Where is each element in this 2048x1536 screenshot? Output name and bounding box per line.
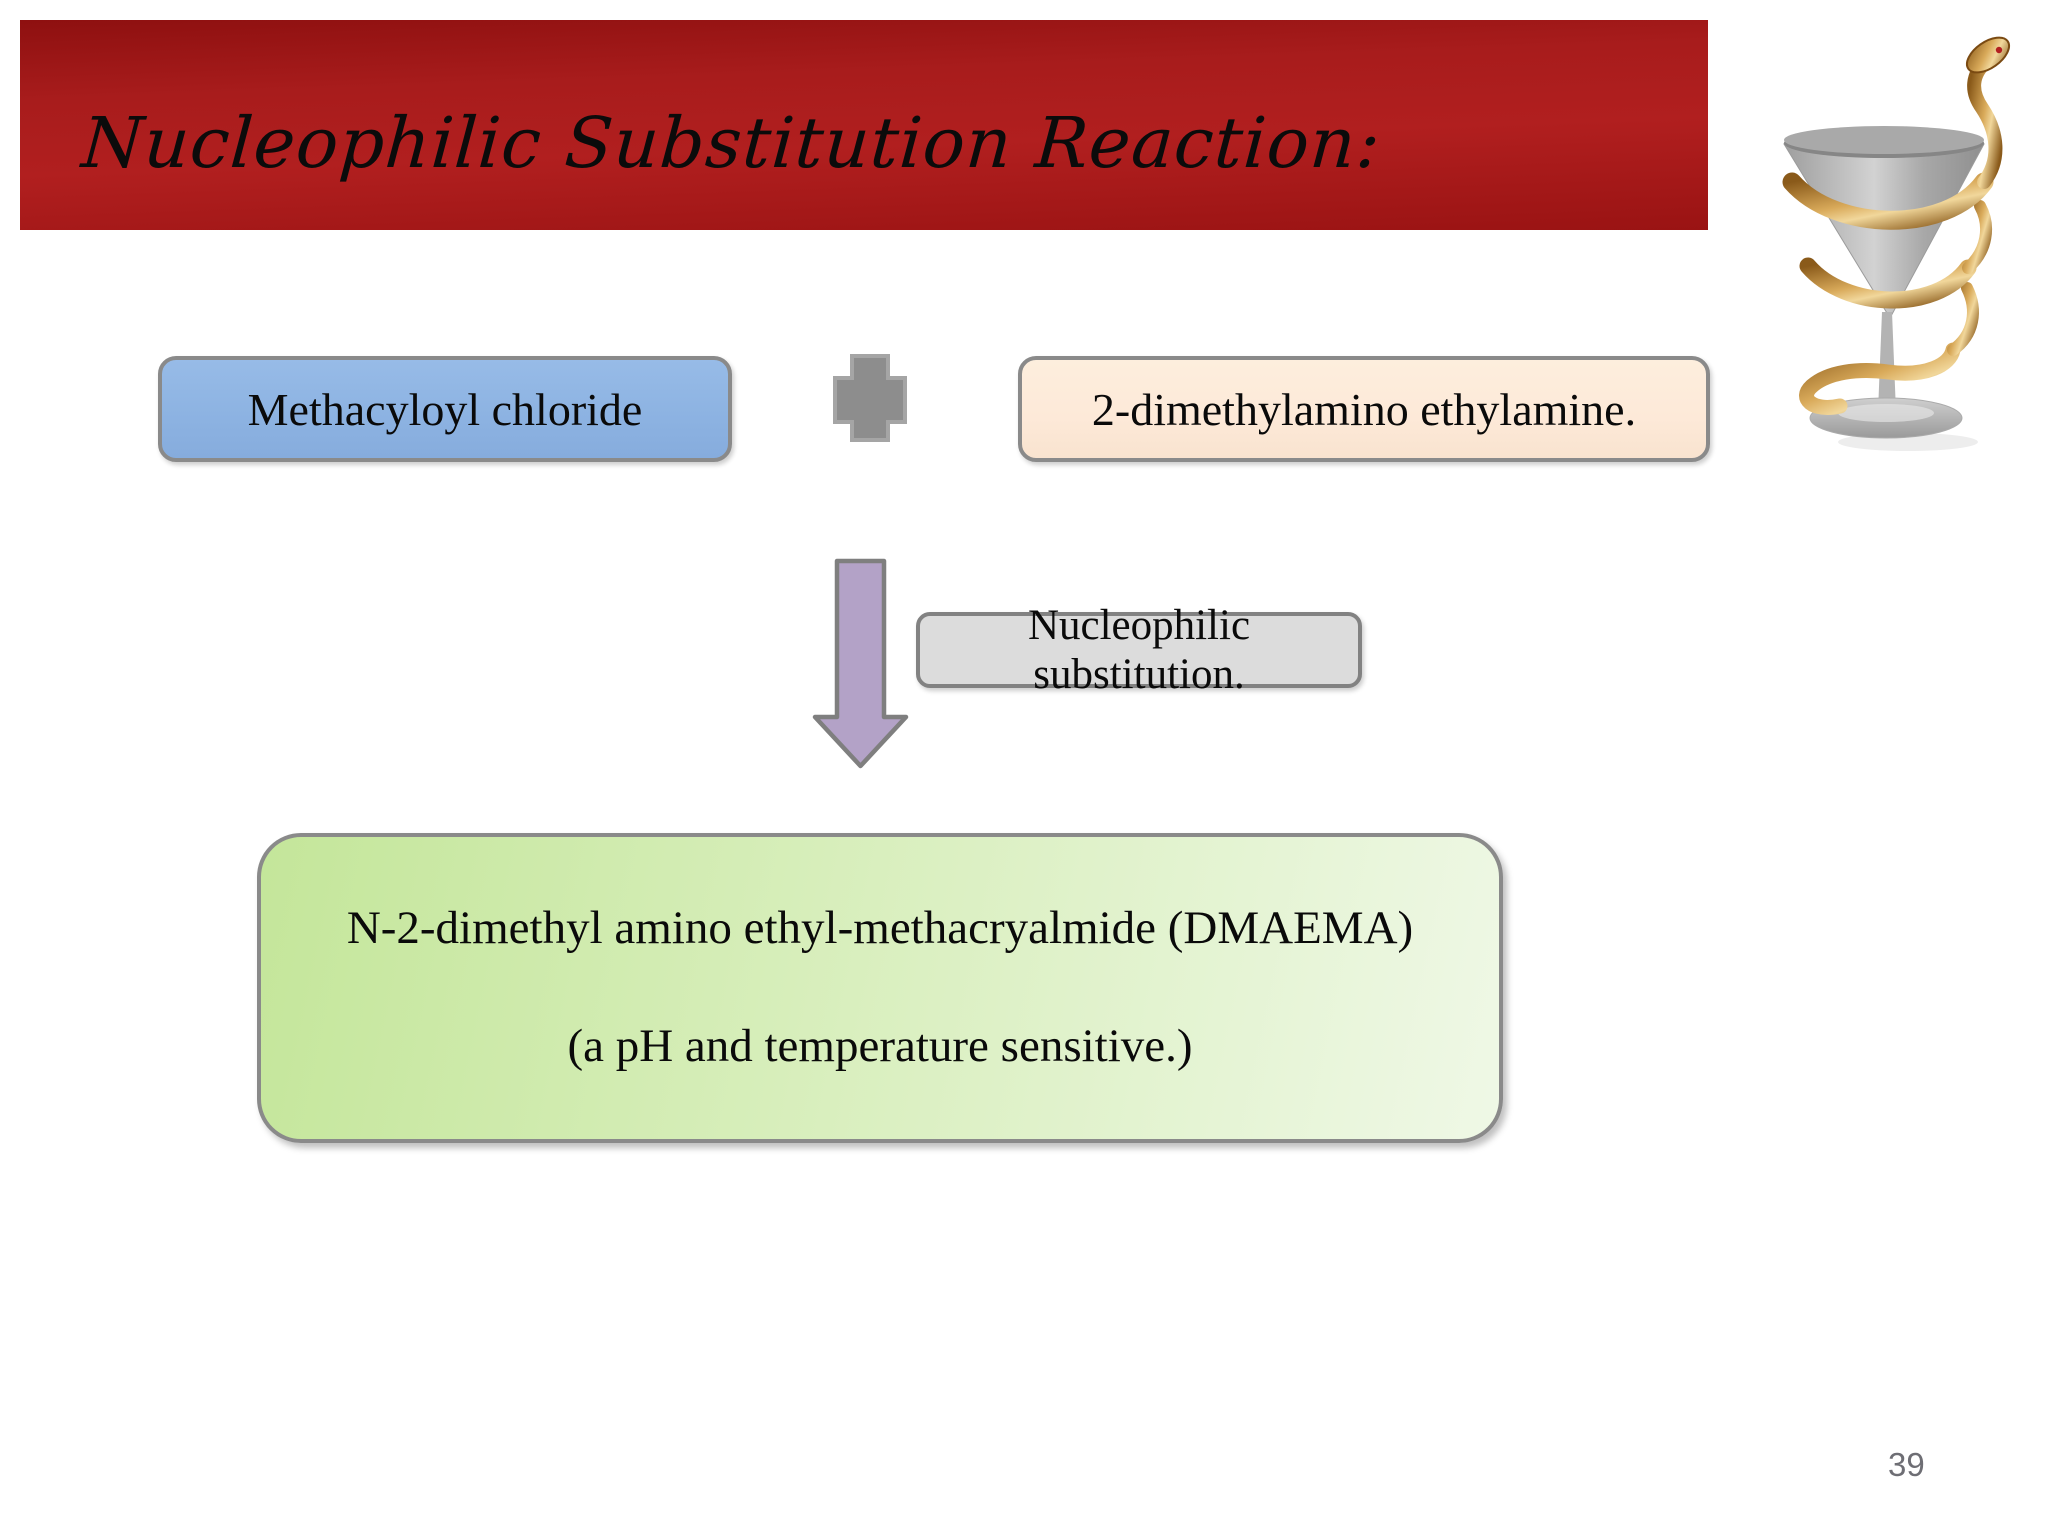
title-banner: Nucleophilic Substitution Reaction: bbox=[20, 20, 1708, 230]
reactant-right-label: 2-dimethylamino ethylamine. bbox=[1091, 383, 1637, 435]
slide-title: Nucleophilic Substitution Reaction: bbox=[79, 102, 1384, 184]
product-line-1: N-2-dimethyl amino ethyl-methacryalmide … bbox=[346, 902, 1414, 955]
down-arrow-icon bbox=[812, 558, 909, 769]
plus-icon bbox=[833, 354, 907, 442]
reactant-left-label: Methacyloyl chloride bbox=[247, 383, 643, 435]
product-line-2: (a pH and temperature sensitive.) bbox=[567, 1020, 1193, 1072]
reactant-box-right: 2-dimethylamino ethylamine. bbox=[1018, 356, 1710, 462]
pharmacy-bowl-of-hygieia-logo-icon bbox=[1782, 36, 2011, 451]
reactant-box-left: Methacyloyl chloride bbox=[158, 356, 732, 462]
page-number: 39 bbox=[1888, 1446, 1925, 1483]
product-box: N-2-dimethyl amino ethyl-methacryalmide … bbox=[257, 833, 1503, 1143]
process-label: Nucleophilic substitution. bbox=[1027, 602, 1251, 698]
process-box: Nucleophilic substitution. bbox=[916, 602, 1362, 698]
